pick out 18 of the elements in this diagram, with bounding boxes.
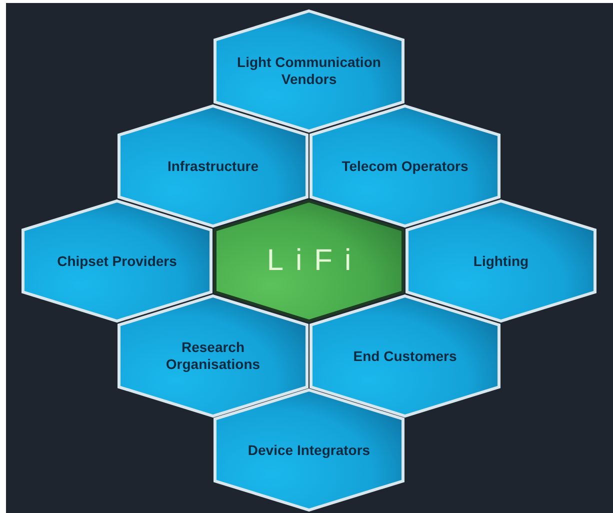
hexagon-tile	[309, 294, 501, 418]
tile-label: Lighting	[473, 252, 529, 270]
hexagon-tile	[21, 199, 213, 323]
tile-label: Chipset Providers	[57, 252, 177, 270]
tile-label: Light Communication Vendors	[236, 54, 382, 88]
tile-label: LiFi	[266, 243, 364, 279]
hexagon-tile	[309, 104, 501, 228]
hexagon-tile	[213, 9, 405, 133]
hexagon-tile	[213, 199, 405, 323]
hexagon-tile	[405, 199, 597, 323]
hexagon-tile	[117, 104, 309, 228]
tile-label: Research Organisations	[164, 339, 262, 373]
tile-label: End Customers	[353, 348, 457, 364]
hexagon-tile	[213, 388, 405, 512]
tile-label: Telecom Operators	[342, 158, 468, 174]
tile-label: Device Integrators	[248, 442, 370, 458]
hexagon-tile	[117, 294, 309, 418]
tile-label: Infrastructure	[167, 158, 259, 174]
